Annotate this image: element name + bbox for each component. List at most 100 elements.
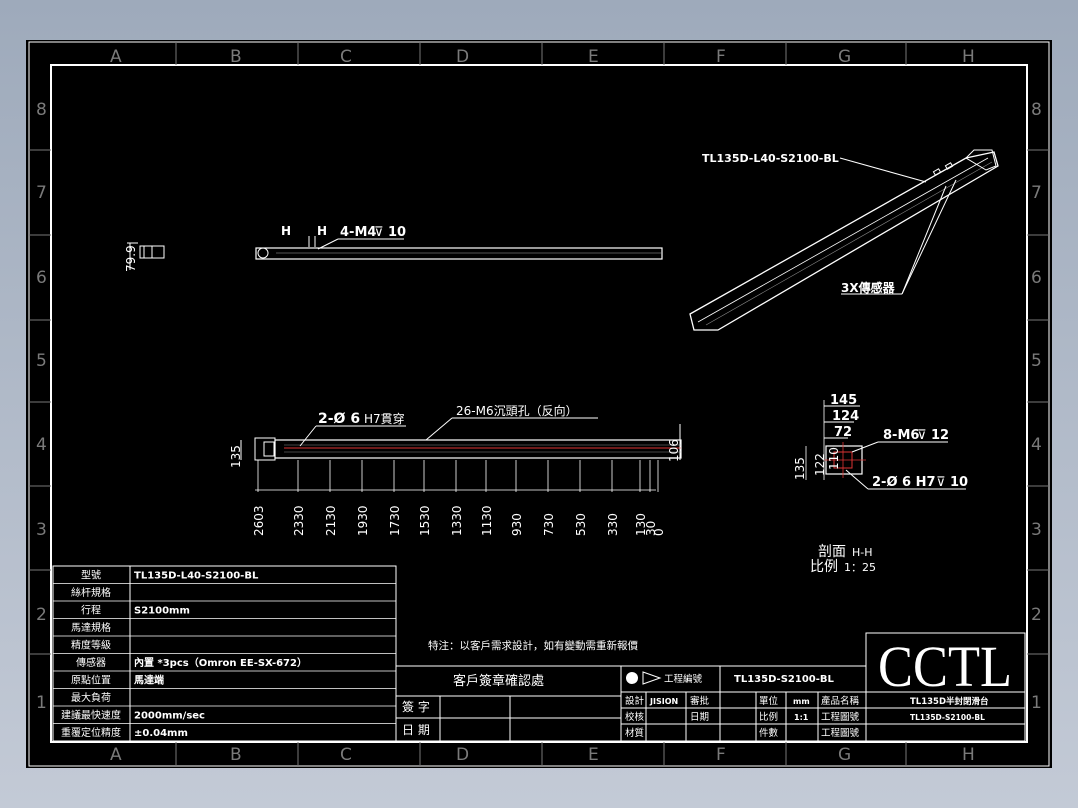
zone-letter-bottom: C xyxy=(340,745,352,765)
zone-number-right: 4 xyxy=(1031,435,1042,455)
spec-row-value: 馬達端 xyxy=(134,674,164,687)
title-block: 工程編號 TL135D-S2100-BL 設計 JISION 審批 校核 日期 … xyxy=(620,632,1026,742)
zone-number-left: 3 xyxy=(36,520,47,540)
svg-text:⊽: ⊽ xyxy=(917,428,927,443)
section-thread-spec: 8-M6 xyxy=(883,428,919,443)
zone-letter-top: E xyxy=(588,47,599,67)
zone-letter-top: D xyxy=(456,47,469,67)
spec-row-label: 重覆定位精度 xyxy=(61,726,121,739)
section-dim-135: 135 xyxy=(793,457,807,480)
zone-letter-top: B xyxy=(230,47,242,67)
front-tick-label: 2330 xyxy=(292,505,306,536)
section-mark-h: H xyxy=(317,224,327,238)
end-view-dim: 79.9 xyxy=(124,245,138,272)
spec-row-label: 精度等級 xyxy=(71,639,111,652)
iso-model-label: TL135D-L40-S2100-BL xyxy=(702,152,839,165)
spec-row-value: S2100mm xyxy=(134,606,190,617)
zone-letter-top: A xyxy=(110,47,122,67)
spec-row-label: 型號 xyxy=(81,569,101,582)
front-tick-label: 730 xyxy=(542,513,556,536)
spec-row-label: 最大負荷 xyxy=(71,691,111,704)
zone-letter-bottom: H xyxy=(962,745,975,765)
section-dim-72: 72 xyxy=(834,425,852,440)
outer-border xyxy=(28,41,1050,767)
zone-number-right: 6 xyxy=(1031,268,1042,288)
front-tick-label: 930 xyxy=(510,513,524,536)
zone-number-left: 6 xyxy=(36,268,47,288)
zone-letter-bottom: A xyxy=(110,745,122,765)
spec-row-value: TL135D-L40-S2100-BL xyxy=(134,571,259,582)
date-label: 日 期 xyxy=(402,723,430,737)
zone-letter-top: H xyxy=(962,47,975,67)
product-label: 產品名稱 xyxy=(821,695,860,707)
scale-title: 比例 xyxy=(810,559,838,575)
front-tick-label: 130 xyxy=(634,513,648,536)
front-tick-label: 530 xyxy=(574,513,588,536)
drawing-label-2: 工程圖號 xyxy=(821,727,860,739)
tb-scale-label: 比例 xyxy=(759,711,778,723)
zone-letter-top: F xyxy=(716,47,726,67)
section-name: H-H xyxy=(852,546,873,559)
customer-box-title: 客戶簽章確認處 xyxy=(453,673,544,689)
sign-label: 簽 字 xyxy=(402,699,430,714)
cbore-hole-spec: 26-M6沉頭孔（反向） xyxy=(456,403,578,418)
front-tick-label: 1330 xyxy=(450,505,464,536)
isometric-view: TL135D-L40-S2100-BL 3X傳感器 xyxy=(689,149,999,331)
spec-row-value: ±0.04mm xyxy=(134,728,188,739)
hole-spec-4m4: 4-M4 xyxy=(340,225,376,240)
zone-letter-bottom: B xyxy=(230,745,242,765)
drawing-sheet: A B C D E F G H A B C D E F G H 8 7 6 5 … xyxy=(26,40,1052,768)
zone-number-left: 7 xyxy=(36,183,47,203)
side-view: H H 4-M4 ⊽ 10 xyxy=(255,224,663,260)
section-mark-h: H xyxy=(281,224,291,238)
product-value: TL135D半封閉滑台 xyxy=(910,696,989,707)
zone-number-left: 2 xyxy=(36,605,47,625)
customer-confirm-box: 客戶簽章確認處 簽 字 日 期 xyxy=(395,665,622,742)
drawing-no: TL135D-S2100-BL xyxy=(734,674,835,685)
front-view-body xyxy=(274,439,682,459)
zone-number-right: 3 xyxy=(1031,520,1042,540)
zone-number-right: 7 xyxy=(1031,183,1042,203)
tb-date-label: 日期 xyxy=(690,712,709,723)
front-height-dim: 135 xyxy=(229,445,243,468)
designer: JISION xyxy=(649,697,678,706)
spec-row-label: 行程 xyxy=(81,604,101,617)
spec-row-label: 傳感器 xyxy=(76,656,106,669)
drawing-label: 工程圖號 xyxy=(821,711,860,723)
front-tick-label: 0 xyxy=(652,528,666,536)
check-label: 校核 xyxy=(625,711,645,723)
side-view-body xyxy=(255,247,663,260)
section-hole-spec: 2-Ø 6 H7 xyxy=(872,475,936,490)
svg-text:⊽: ⊽ xyxy=(936,475,946,490)
design-label: 設計 xyxy=(625,695,645,707)
border-frame: A B C D E F G H A B C D E F G H 8 7 6 5 … xyxy=(28,41,1050,767)
unit-value: mm xyxy=(793,697,810,706)
zone-number-left: 8 xyxy=(36,100,47,120)
section-dim-110: 110 xyxy=(827,447,841,470)
zone-number-left: 5 xyxy=(36,351,47,371)
spec-row-label: 絲杆規格 xyxy=(71,586,111,599)
zone-letter-top: G xyxy=(838,47,851,67)
drawing-value: TL135D-S2100-BL xyxy=(910,713,985,722)
iso-sensor-label: 3X傳感器 xyxy=(841,280,896,295)
material-label: 材質 xyxy=(625,727,644,739)
spec-row-value: 2000mm/sec xyxy=(134,711,205,722)
section-title: 剖面 xyxy=(818,544,846,560)
cad-drawing: A B C D E F G H A B C D E F G H 8 7 6 5 … xyxy=(28,41,1050,767)
spec-row-value: 內置 *3pcs（Omron EE-SX-672） xyxy=(134,656,307,669)
motor-flange xyxy=(257,247,269,259)
projection-symbol-icon xyxy=(626,672,638,684)
front-tick-label: 1930 xyxy=(356,505,370,536)
front-tick-label: 2603 xyxy=(252,505,266,536)
spec-row-label: 原點位置 xyxy=(71,674,111,687)
section-dim-145: 145 xyxy=(830,393,857,408)
end-view: 79.9 xyxy=(124,242,165,272)
section-hole-depth: 10 xyxy=(950,475,968,490)
zone-number-right: 5 xyxy=(1031,351,1042,371)
inner-border xyxy=(50,64,1028,743)
design-note: 特注：以客戶需求設計，如有變動需重新報價 xyxy=(428,639,638,652)
drawing-no-label: 工程編號 xyxy=(664,673,703,685)
